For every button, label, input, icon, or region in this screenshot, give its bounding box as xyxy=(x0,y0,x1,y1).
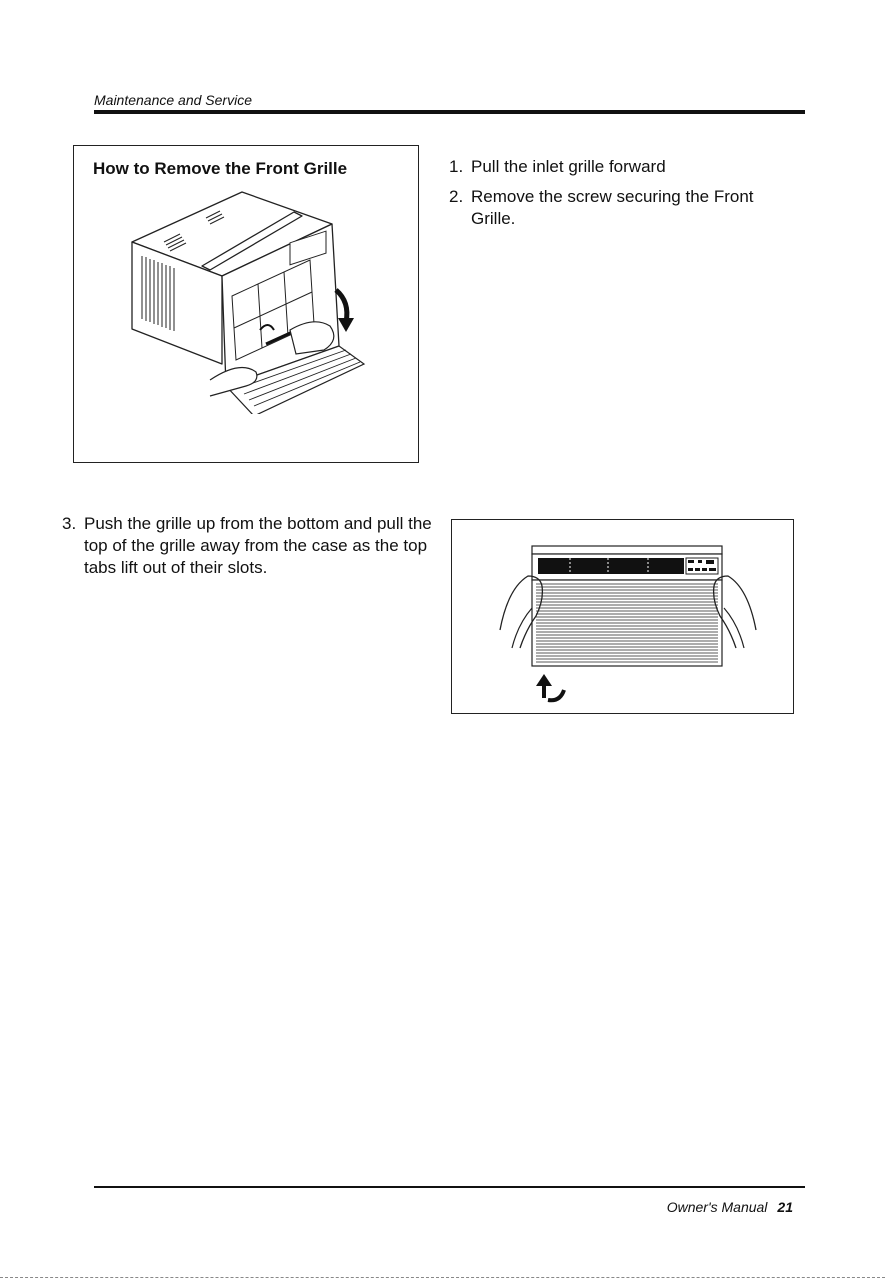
step-item: 1. Pull the inlet grille forward xyxy=(449,156,789,178)
manual-label: Owner's Manual xyxy=(667,1199,768,1215)
page-footer: Owner's Manual 21 xyxy=(667,1199,793,1215)
front-grille-lift-icon xyxy=(452,520,793,713)
footer-rule xyxy=(94,1186,805,1188)
figure-remove-front-grille: How to Remove the Front Grille xyxy=(73,145,419,463)
bottom-edge xyxy=(0,1277,885,1278)
step-number: 3. xyxy=(62,513,76,535)
step-text: Push the grille up from the bottom and p… xyxy=(62,513,432,579)
header-rule xyxy=(94,110,805,114)
air-conditioner-grille-removal-icon xyxy=(114,184,384,414)
step-text: Pull the inlet grille forward xyxy=(471,157,666,176)
page-number: 21 xyxy=(777,1199,793,1215)
step-number: 2. xyxy=(449,186,463,208)
figure-front-grille-lift xyxy=(451,519,794,714)
figure-title: How to Remove the Front Grille xyxy=(93,159,347,179)
step-item: 2. Remove the screw securing the Front G… xyxy=(449,186,789,230)
steps-list: 1. Pull the inlet grille forward 2. Remo… xyxy=(449,156,789,238)
step-text: Remove the screw securing the Front Gril… xyxy=(471,187,754,228)
step-item-3: 3. Push the grille up from the bottom an… xyxy=(62,513,432,579)
section-title: Maintenance and Service xyxy=(94,92,252,108)
step-number: 1. xyxy=(449,156,463,178)
